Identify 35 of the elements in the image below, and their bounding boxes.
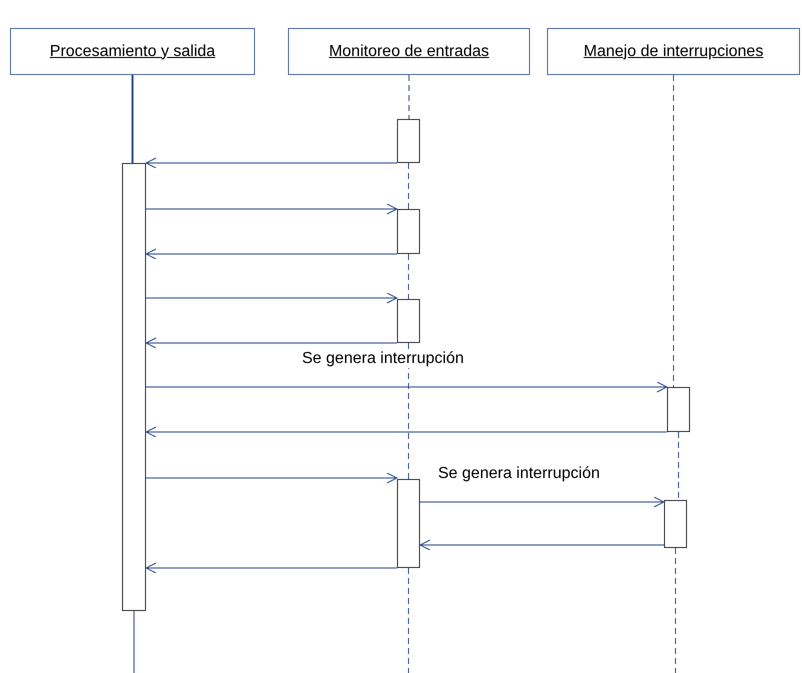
- lifeline: [675, 548, 676, 673]
- message-arrow: [420, 540, 664, 550]
- message-arrow: [146, 472, 398, 484]
- activation-bar: [122, 163, 146, 611]
- message-arrow: [146, 204, 398, 214]
- activation-bar: [397, 209, 420, 254]
- lifeline: [408, 162, 409, 210]
- activation-bar: [397, 299, 420, 343]
- activation-bar: [397, 479, 420, 568]
- activation-bar: [397, 119, 420, 163]
- lifeline-header-box: [10, 28, 255, 75]
- lifeline: [408, 342, 409, 480]
- message-arrow: [146, 562, 398, 574]
- message-arrow: [146, 426, 668, 438]
- lifeline: [408, 568, 409, 673]
- lifeline-title: Monitoreo de entradas: [328, 42, 490, 60]
- message-arrow: [146, 292, 398, 304]
- message-arrow: [146, 338, 398, 348]
- edge-label: Se genera interrupción: [300, 350, 466, 368]
- lifeline: [673, 74, 674, 388]
- message-arrow: [146, 248, 398, 260]
- lifeline: [678, 432, 679, 500]
- message-arrow: [146, 158, 398, 168]
- lifeline-title: Procesamiento y salida: [50, 42, 216, 60]
- activation-bar: [667, 387, 690, 432]
- message-arrow: [420, 496, 664, 508]
- message-arrow: [146, 382, 668, 392]
- lifeline: [408, 74, 410, 120]
- lifeline-title: Manejo de interrupciones: [584, 42, 764, 60]
- lifeline-header-box: [547, 28, 800, 75]
- lifeline: [132, 75, 134, 163]
- lifeline-header-box: [288, 28, 530, 75]
- activation-bar: [664, 500, 687, 548]
- edge-label: Se genera interrupción: [436, 465, 602, 483]
- lifeline: [408, 254, 409, 300]
